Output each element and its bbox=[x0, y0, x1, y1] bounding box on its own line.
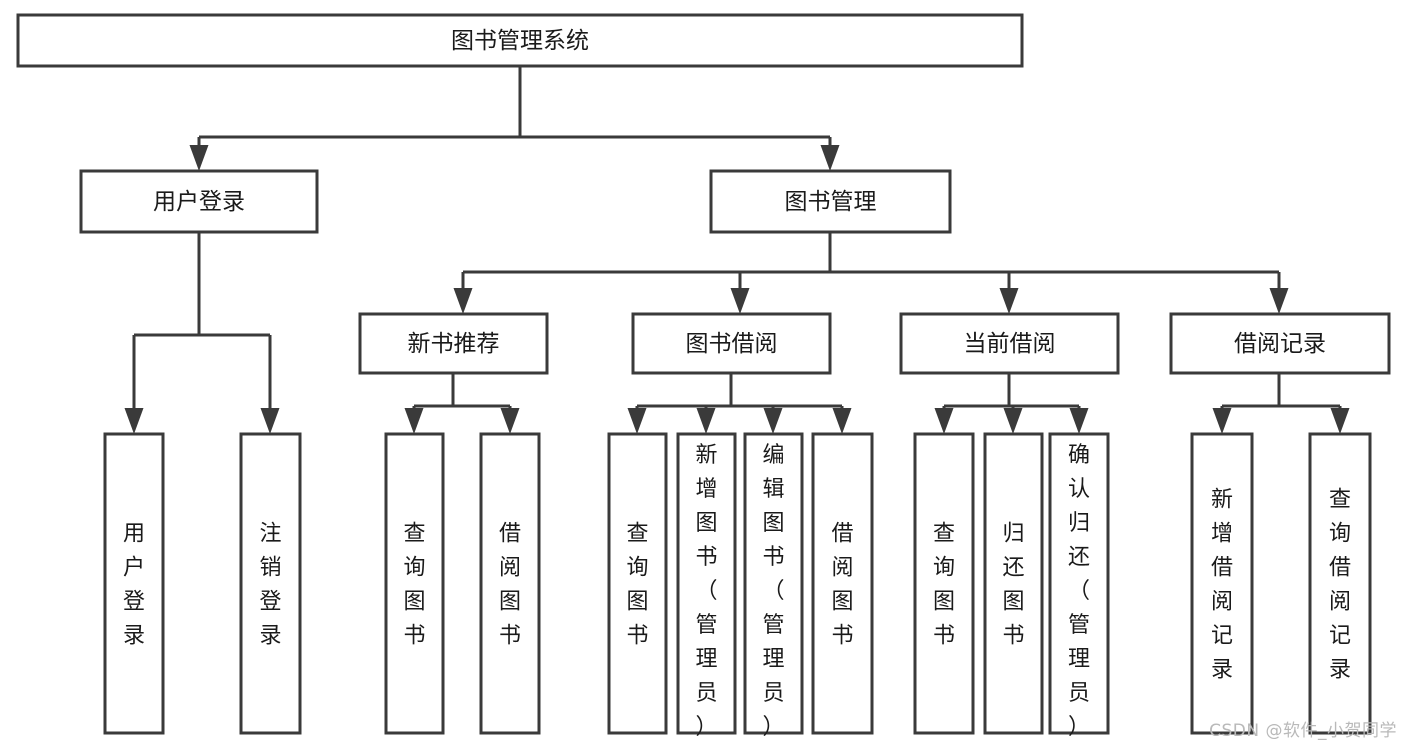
node-book-borrow[interactable]: 图书借阅 bbox=[631, 312, 832, 375]
connector-edge-book-borrow-children bbox=[627, 373, 852, 434]
arrow-head-icon bbox=[189, 145, 209, 171]
node-leaf-return-book[interactable]: 归还图书 bbox=[983, 432, 1044, 735]
node-label: 用户登录 bbox=[153, 189, 245, 215]
node-label: 新书推荐 bbox=[408, 331, 500, 357]
node-new-book-rec[interactable]: 新书推荐 bbox=[358, 312, 549, 375]
arrow-head-icon bbox=[934, 408, 954, 434]
node-current-borrow[interactable]: 当前借阅 bbox=[899, 312, 1120, 375]
node-book-manage[interactable]: 图书管理 bbox=[709, 169, 952, 234]
node-box[interactable] bbox=[983, 432, 1044, 735]
connector-edge-new-book-rec-children bbox=[404, 373, 520, 434]
arrow-head-icon bbox=[999, 288, 1019, 314]
node-user-login[interactable]: 用户登录 bbox=[79, 169, 319, 234]
arrow-head-icon bbox=[124, 408, 144, 434]
node-label: 归还图书 bbox=[1002, 522, 1024, 649]
node-box[interactable] bbox=[79, 169, 319, 234]
node-box[interactable] bbox=[631, 312, 832, 375]
node-label: 确认归还（管理员） bbox=[1068, 443, 1090, 740]
arrow-head-icon bbox=[453, 288, 473, 314]
node-box[interactable] bbox=[1308, 432, 1372, 735]
arrow-head-icon bbox=[404, 408, 424, 434]
node-label: 图书管理系统 bbox=[451, 28, 589, 54]
node-box[interactable] bbox=[239, 432, 302, 735]
arrow-head-icon bbox=[1212, 408, 1232, 434]
arrow-head-icon bbox=[832, 408, 852, 434]
arrow-head-icon bbox=[627, 408, 647, 434]
node-box[interactable] bbox=[811, 432, 874, 735]
node-leaf-confirm-return[interactable]: 确认归还（管理员） bbox=[1048, 432, 1110, 740]
node-label: 用户登录 bbox=[123, 522, 145, 649]
arrow-head-icon bbox=[763, 408, 783, 434]
node-box[interactable] bbox=[607, 432, 668, 735]
node-box[interactable] bbox=[1190, 432, 1254, 735]
node-layer: 图书管理系统用户登录图书管理新书推荐图书借阅当前借阅借阅记录用户登录注销登录查询… bbox=[16, 13, 1391, 740]
node-box[interactable] bbox=[913, 432, 975, 735]
node-leaf-query-record[interactable]: 查询借阅记录 bbox=[1308, 432, 1372, 735]
node-label: 借阅图书 bbox=[499, 522, 521, 649]
node-leaf-borrow-book[interactable]: 借阅图书 bbox=[811, 432, 874, 735]
connector-edge-user-login-children bbox=[124, 232, 280, 434]
node-leaf-query-book-bor[interactable]: 查询图书 bbox=[607, 432, 668, 735]
connector-edge-borrow-record-children bbox=[1212, 373, 1350, 434]
node-box[interactable] bbox=[16, 13, 1024, 68]
connector-edge-book-manage-children bbox=[453, 232, 1289, 314]
node-label: 图书管理 bbox=[785, 189, 877, 215]
arrow-head-icon bbox=[260, 408, 280, 434]
node-leaf-query-book-cur[interactable]: 查询图书 bbox=[913, 432, 975, 735]
node-leaf-logout[interactable]: 注销登录 bbox=[239, 432, 302, 735]
node-box[interactable] bbox=[743, 432, 804, 735]
node-box[interactable] bbox=[1169, 312, 1391, 375]
node-box[interactable] bbox=[676, 432, 737, 735]
node-label: 借阅记录 bbox=[1234, 331, 1326, 357]
node-leaf-edit-book[interactable]: 编辑图书（管理员） bbox=[743, 432, 804, 740]
node-leaf-add-record[interactable]: 新增借阅记录 bbox=[1190, 432, 1254, 735]
node-box[interactable] bbox=[709, 169, 952, 234]
node-label: 借阅图书 bbox=[831, 522, 853, 649]
connector-edge-current-borrow-children bbox=[934, 373, 1089, 434]
arrow-head-icon bbox=[730, 288, 750, 314]
node-label: 查询图书 bbox=[933, 522, 955, 649]
node-root[interactable]: 图书管理系统 bbox=[16, 13, 1024, 68]
node-box[interactable] bbox=[358, 312, 549, 375]
arrow-head-icon bbox=[500, 408, 520, 434]
arrow-head-icon bbox=[696, 408, 716, 434]
node-label: 查询图书 bbox=[626, 522, 648, 649]
node-label: 注销登录 bbox=[259, 522, 281, 649]
node-label: 当前借阅 bbox=[964, 331, 1056, 357]
node-label: 新增借阅记录 bbox=[1211, 488, 1233, 683]
node-label: 图书借阅 bbox=[686, 331, 778, 357]
edge-layer bbox=[124, 66, 1350, 434]
arrow-head-icon bbox=[1269, 288, 1289, 314]
arrow-head-icon bbox=[1003, 408, 1023, 434]
node-label: 新增图书（管理员） bbox=[695, 443, 717, 740]
node-box[interactable] bbox=[103, 432, 165, 735]
arrow-head-icon bbox=[820, 145, 840, 171]
node-leaf-query-book-rec[interactable]: 查询图书 bbox=[384, 432, 445, 735]
node-leaf-user-login[interactable]: 用户登录 bbox=[103, 432, 165, 735]
node-box[interactable] bbox=[479, 432, 541, 735]
node-borrow-record[interactable]: 借阅记录 bbox=[1169, 312, 1391, 375]
arrow-head-icon bbox=[1069, 408, 1089, 434]
node-label: 编辑图书（管理员） bbox=[762, 443, 784, 740]
node-label: 查询借阅记录 bbox=[1329, 488, 1351, 683]
arrow-head-icon bbox=[1330, 408, 1350, 434]
node-leaf-add-book[interactable]: 新增图书（管理员） bbox=[676, 432, 737, 740]
connector-edge-root-children bbox=[189, 66, 840, 171]
node-box[interactable] bbox=[384, 432, 445, 735]
node-leaf-borrow-book-rec[interactable]: 借阅图书 bbox=[479, 432, 541, 735]
node-label: 查询图书 bbox=[403, 522, 425, 649]
node-box[interactable] bbox=[1048, 432, 1110, 735]
node-box[interactable] bbox=[899, 312, 1120, 375]
